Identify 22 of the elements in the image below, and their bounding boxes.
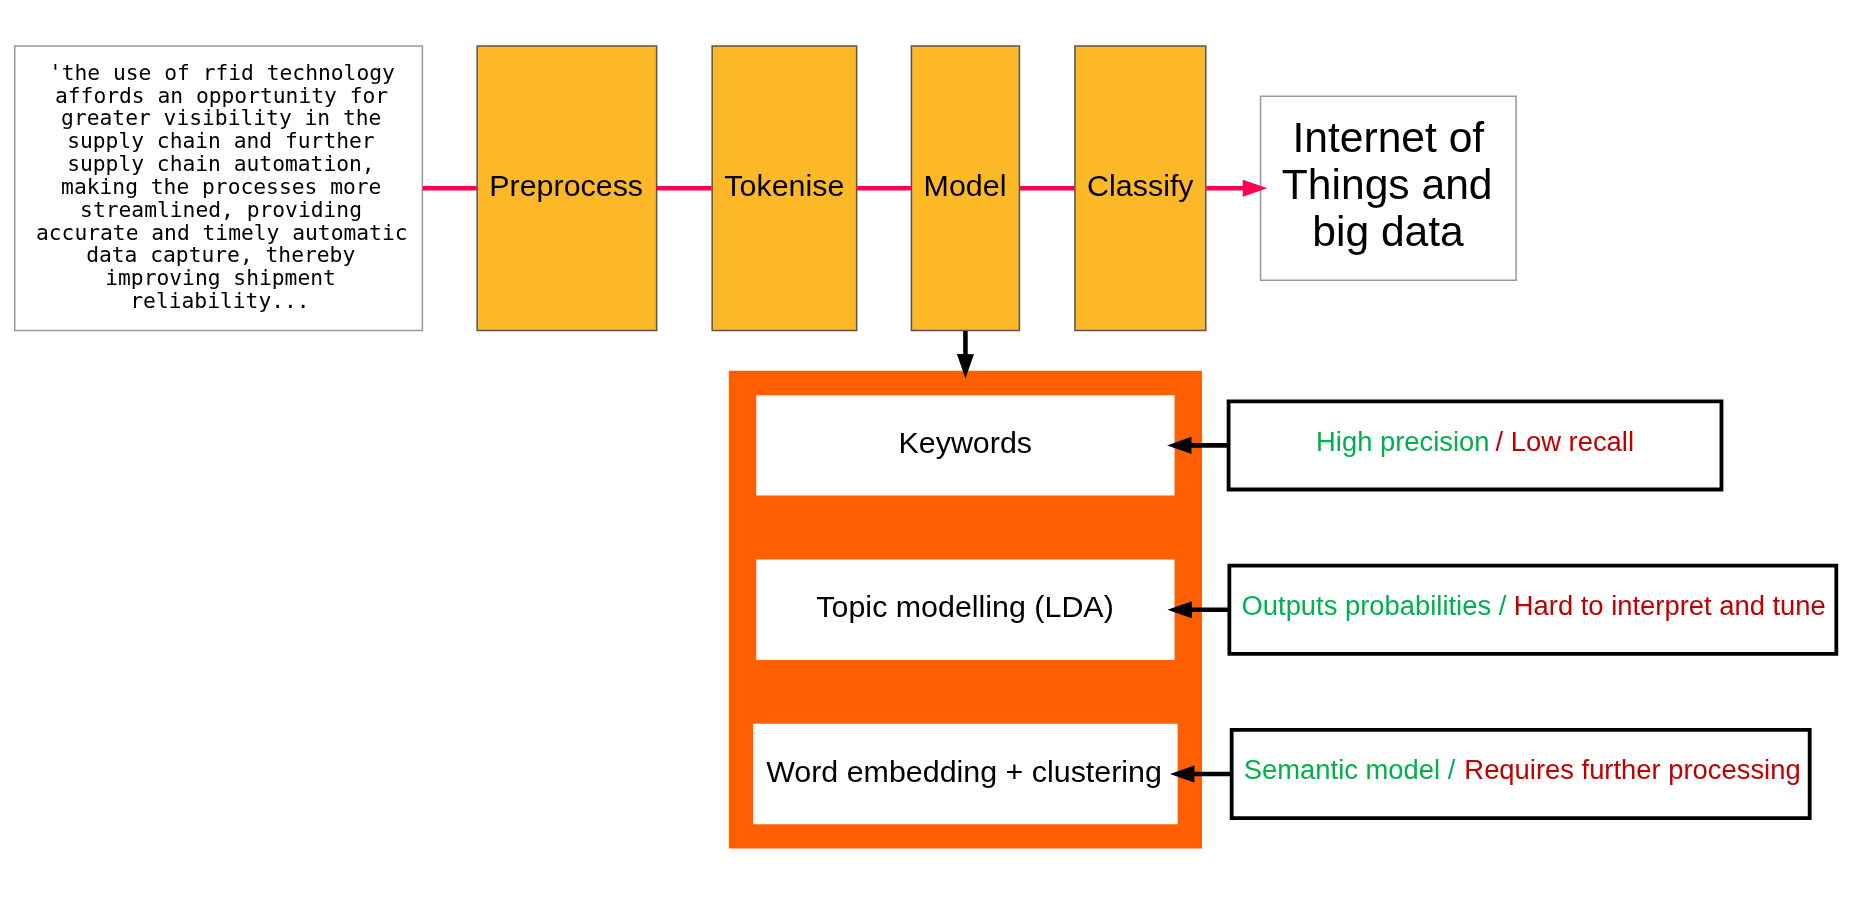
node-box: Preprocess xyxy=(476,44,658,331)
node-box: Topic modelling (LDA) xyxy=(756,559,1175,660)
arrow xyxy=(956,330,974,378)
node-box: Word embedding + clustering xyxy=(753,723,1178,824)
arrow xyxy=(1170,764,1232,782)
connector xyxy=(656,185,712,191)
connector xyxy=(1020,185,1075,191)
connector xyxy=(422,185,477,191)
node-box: Semantic model / Requires further processing xyxy=(1229,727,1812,820)
arrow xyxy=(1206,179,1268,197)
node-box: Model xyxy=(910,44,1021,331)
cluster xyxy=(728,370,1202,848)
node-box: Internet of Things and big data xyxy=(1259,95,1517,281)
connector xyxy=(857,185,912,191)
node-box: Keywords xyxy=(756,394,1175,496)
node-box: Classify xyxy=(1074,44,1207,331)
arrow xyxy=(1167,600,1229,618)
arrow xyxy=(1167,436,1229,454)
node-box: Tokenise xyxy=(711,44,858,331)
node-box: 'the use of rfid technology affords an opportunity for greater visibility in the supply chain and further supply chain automation, making the processes more streamlined, providing accurate and timely automatic data capture, thereby improving shipment reliability... xyxy=(13,44,424,331)
node-box: Outputs probabilities / Hard to interpret and tune xyxy=(1227,563,1839,656)
node-box: High precision / Low recall xyxy=(1226,398,1724,491)
